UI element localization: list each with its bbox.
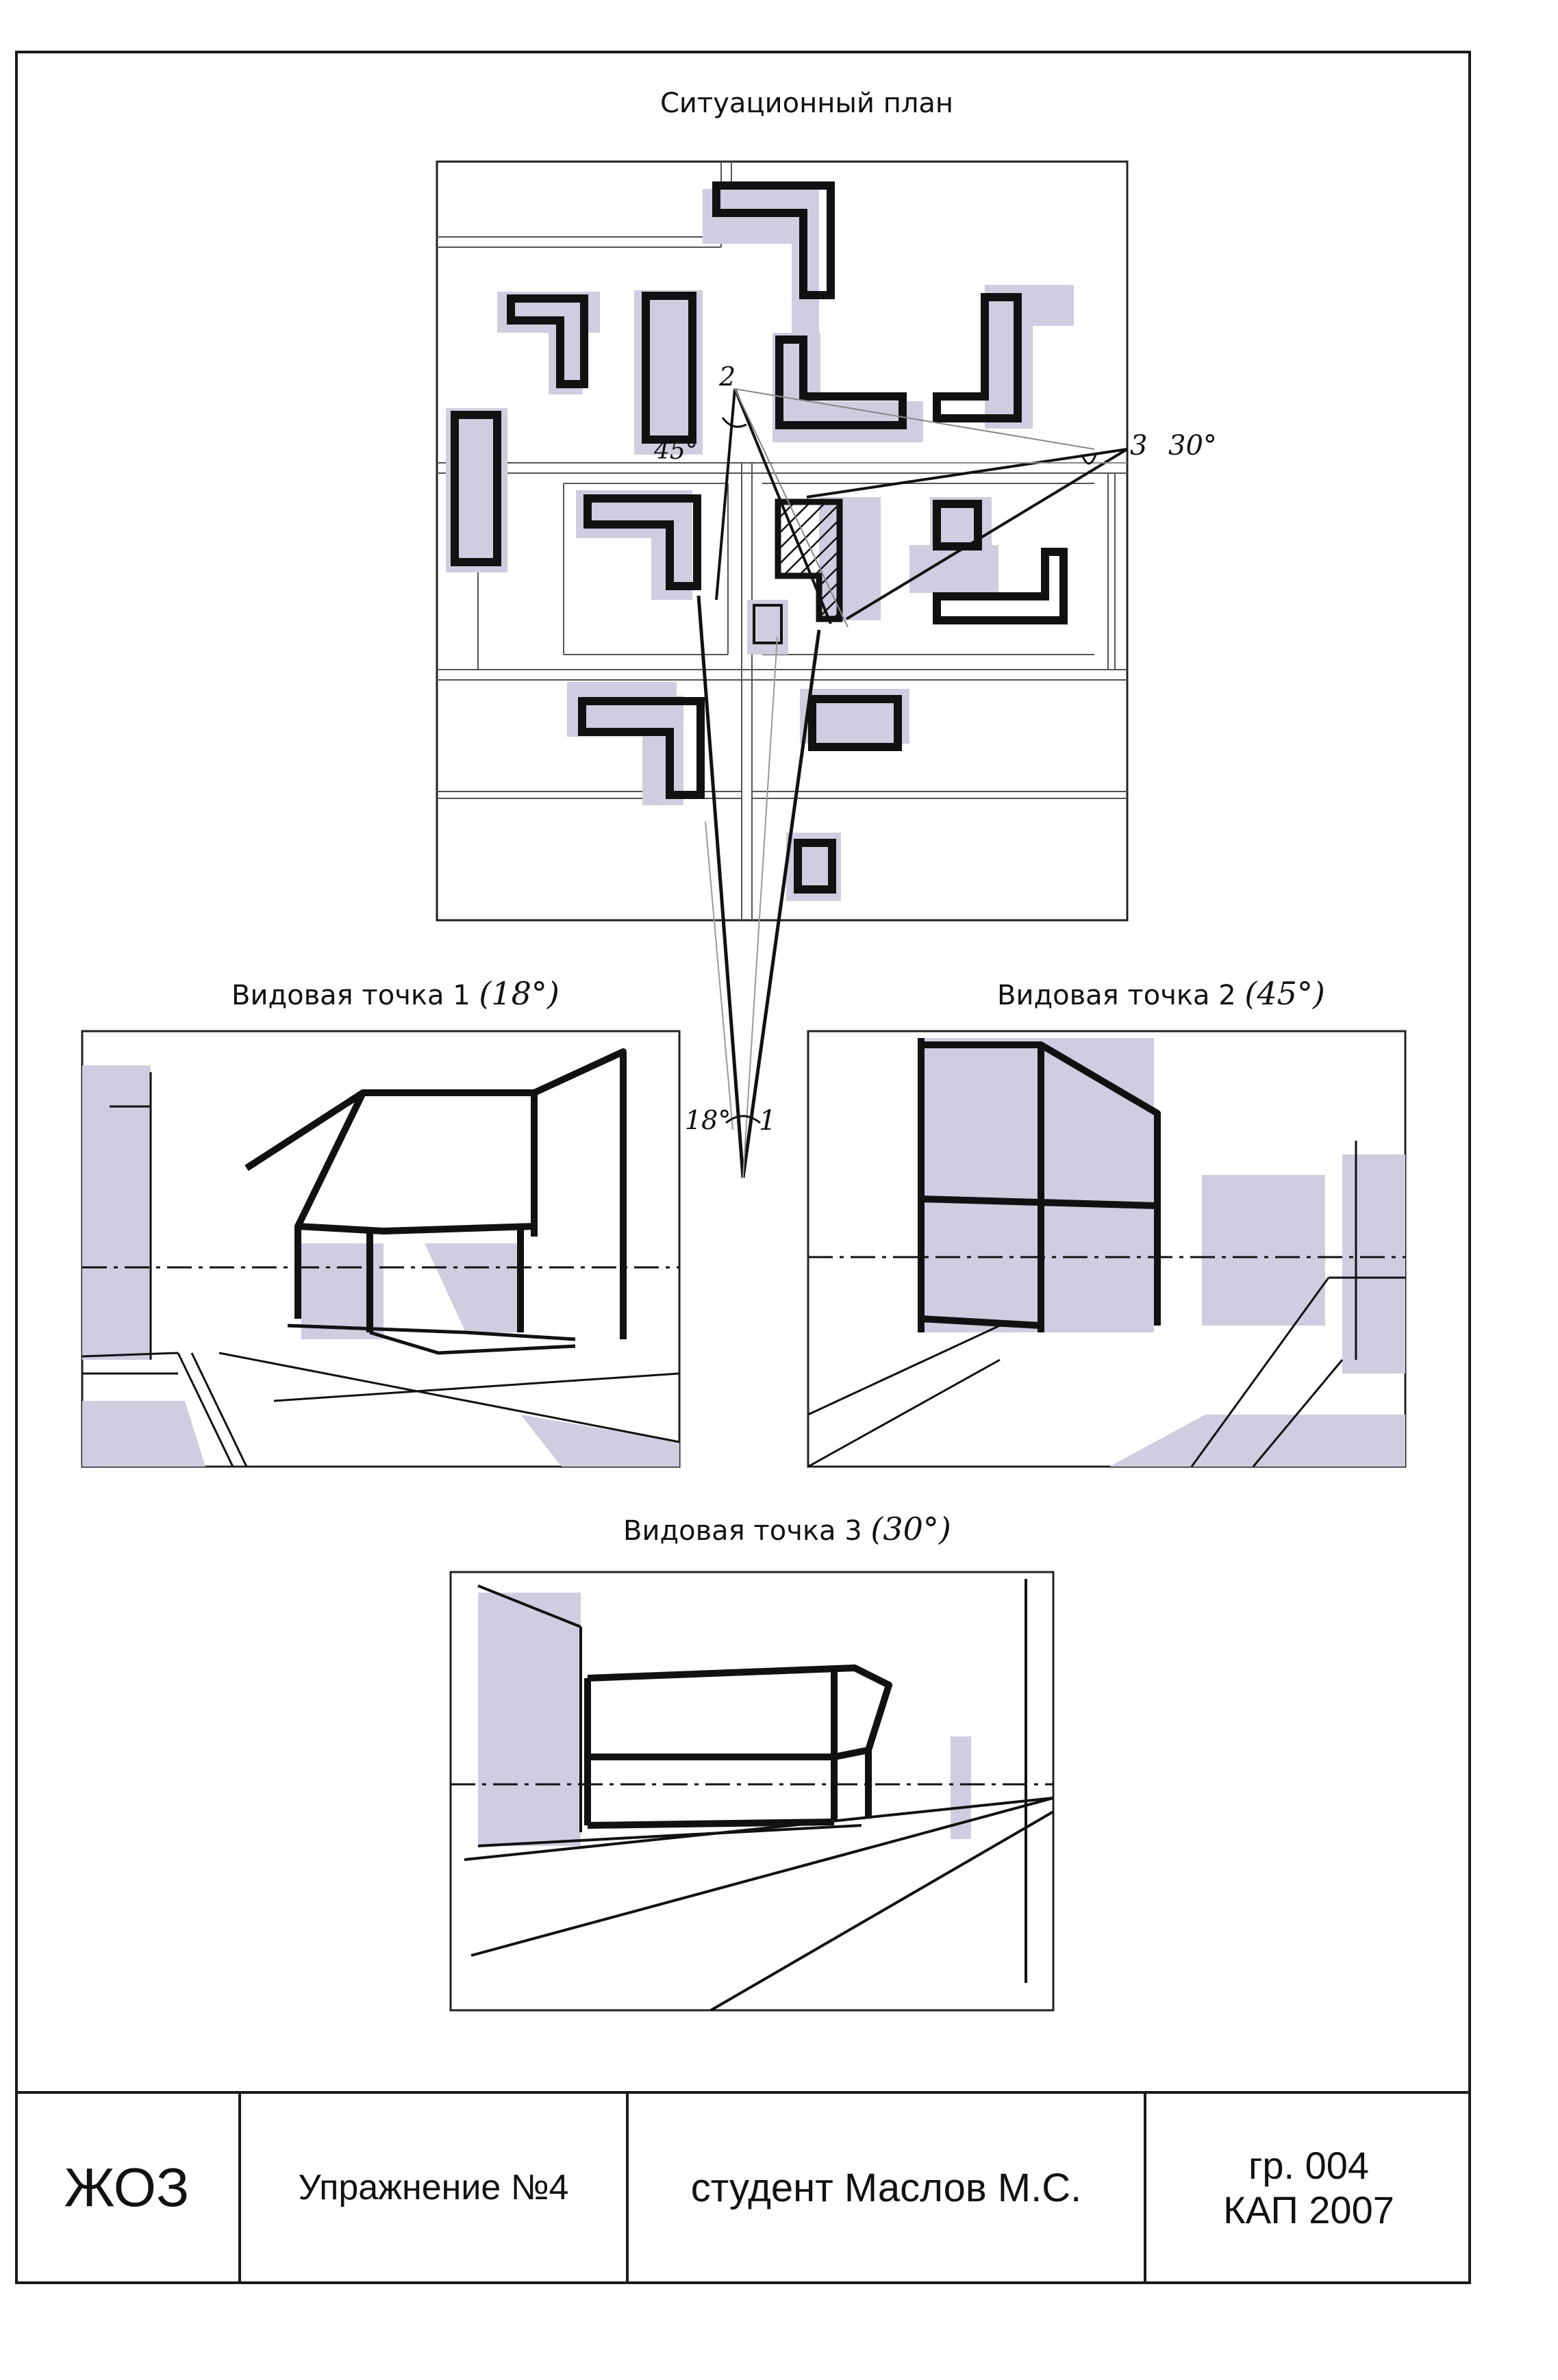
- stamp-code: ЖОЗ: [15, 2091, 241, 2284]
- vp3-angle: 30°: [1168, 430, 1217, 461]
- vp1-mark: 1: [759, 1105, 777, 1137]
- site-plan: [436, 160, 1129, 922]
- vp3-mark: 3: [1130, 430, 1148, 461]
- view-2-perspective: [807, 1030, 1407, 1468]
- view-3-perspective: [449, 1571, 1055, 2012]
- view-1-perspective: [81, 1030, 681, 1468]
- view-2-label: Видовая точка 2 (45°): [997, 975, 1325, 1012]
- drawing-frame: [15, 51, 1471, 2284]
- view-1-label: Видовая точка 1 (18°): [231, 975, 560, 1012]
- vp2-mark: 2: [719, 362, 736, 392]
- stamp-student: студент Маслов М.С.: [629, 2091, 1146, 2284]
- vp2-angle: 45°: [654, 437, 698, 465]
- view-3-label: Видовая точка 3 (30°): [623, 1510, 951, 1547]
- stamp-exercise: Упражнение №4: [241, 2091, 629, 2284]
- title-block: ЖОЗ Упражнение №4 студент Маслов М.С. гр…: [15, 2091, 1471, 2284]
- stamp-group: гр. 004 КАП 2007: [1146, 2091, 1471, 2284]
- vp1-angle: 18°: [685, 1105, 731, 1135]
- site-plan-title: Ситуационный план: [660, 88, 954, 119]
- stamp-course: КАП 2007: [1223, 2188, 1394, 2231]
- stamp-group-number: гр. 004: [1248, 2144, 1370, 2187]
